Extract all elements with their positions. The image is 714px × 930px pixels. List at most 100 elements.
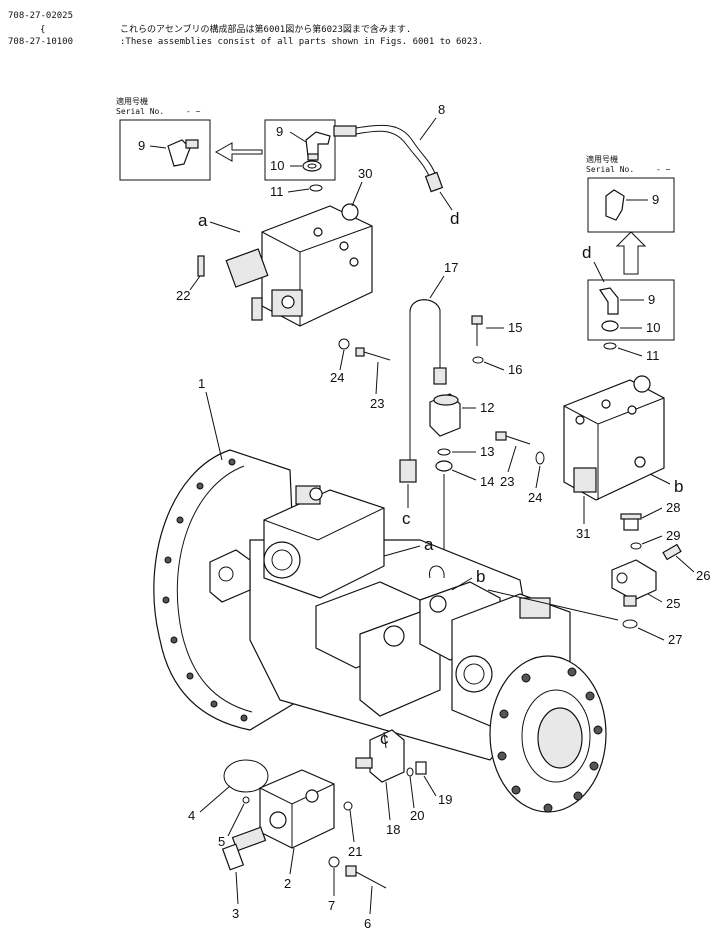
callout-20: 20 xyxy=(410,808,424,823)
washer-7 xyxy=(328,856,340,868)
valve-block-18 xyxy=(355,729,405,783)
plug-28 xyxy=(620,513,642,531)
washer-24 xyxy=(338,338,350,350)
callout-9-upper: 9 xyxy=(276,124,283,139)
plug-19 xyxy=(415,761,427,775)
alt-elbow-box-left xyxy=(119,119,211,181)
callout-22: 22 xyxy=(176,288,190,303)
callout-29: 29 xyxy=(666,528,680,543)
callout-1: 1 xyxy=(198,376,205,391)
callout-17: 17 xyxy=(444,260,458,275)
o-ring-29 xyxy=(630,542,642,550)
letter-a-top: a xyxy=(198,211,208,230)
serial-en-left: Serial No. xyxy=(116,107,164,116)
washer-14 xyxy=(435,460,453,472)
callout-15: 15 xyxy=(508,320,522,335)
gear-pump-2 xyxy=(259,769,335,849)
callout-30: 30 xyxy=(358,166,372,181)
elbow-fitting-9-alt xyxy=(149,139,199,167)
serial-note-left: 適用号機 Serial No. - ~ xyxy=(116,96,201,116)
o-ring-4 xyxy=(223,759,269,793)
callout-6: 6 xyxy=(364,916,371,930)
callout-7: 7 xyxy=(328,898,335,913)
callout-24-left: 24 xyxy=(330,370,344,385)
o-ring-13 xyxy=(437,448,451,456)
callout-21: 21 xyxy=(348,844,362,859)
pin-22 xyxy=(197,255,205,277)
letter-d-hose: d xyxy=(450,209,459,228)
callout-19: 19 xyxy=(438,792,452,807)
callout-24-right: 24 xyxy=(528,490,542,505)
serial-en-right: Serial No. xyxy=(586,165,634,174)
washer-24-right xyxy=(535,451,545,465)
callout-4: 4 xyxy=(188,808,195,823)
elbow-box-upper xyxy=(264,119,336,181)
block-fitting-12 xyxy=(429,393,461,437)
replacement-arrow-up xyxy=(615,231,647,275)
serial-jp-left: 適用号機 xyxy=(116,96,148,106)
letter-d-right: d xyxy=(582,243,591,262)
flange-bolt-holes xyxy=(162,458,248,722)
callout-8: 8 xyxy=(438,102,445,117)
o-ring-11-right xyxy=(603,342,617,350)
callout-28: 28 xyxy=(666,500,680,515)
callout-12: 12 xyxy=(480,400,494,415)
callout-18: 18 xyxy=(386,822,400,837)
o-ring-27 xyxy=(622,619,638,629)
elbow-fitting-9-alt-right xyxy=(605,189,625,221)
callout-5: 5 xyxy=(218,834,225,849)
letter-a-main: a xyxy=(424,535,434,554)
callout-27: 27 xyxy=(668,632,682,647)
nut-10 xyxy=(302,160,322,172)
bolt-23 xyxy=(355,347,391,361)
callout-23-right: 23 xyxy=(500,474,514,489)
letter-b-right: b xyxy=(674,477,683,496)
valve-assembly-31 xyxy=(563,375,665,501)
elbow-box-right xyxy=(587,279,675,341)
callout-9-box-right: 9 xyxy=(652,192,659,207)
callout-11-right: 11 xyxy=(646,348,660,363)
main-pump-assembly-1 xyxy=(153,449,607,813)
header-text-en: :These assemblies consist of all parts s… xyxy=(120,37,483,47)
callout-25: 25 xyxy=(666,596,680,611)
alt-elbow-box-right xyxy=(587,177,675,233)
callout-26: 26 xyxy=(696,568,710,583)
callout-23-left: 23 xyxy=(370,396,384,411)
elbow-fitting-9 xyxy=(305,131,331,161)
callout-9-right: 9 xyxy=(648,292,655,307)
nut-10-right xyxy=(601,320,619,332)
callout-3: 3 xyxy=(232,906,239,921)
elbow-fitting-9-right xyxy=(599,287,619,315)
callout-10-upper: 10 xyxy=(270,158,284,173)
o-ring-5 xyxy=(242,796,250,804)
callout-9-box-left: 9 xyxy=(138,138,145,153)
hose-8 xyxy=(333,124,444,193)
o-ring-21 xyxy=(343,801,353,811)
o-ring-11 xyxy=(309,184,323,192)
rear-flange-bolts xyxy=(497,667,603,813)
callout-11-upper: 11 xyxy=(270,184,284,199)
o-ring-20 xyxy=(406,767,414,777)
callout-2: 2 xyxy=(284,876,291,891)
bolt-15 xyxy=(471,315,483,346)
washer-16 xyxy=(472,356,484,364)
leader-to-25 xyxy=(487,589,619,621)
tee-fitting-25 xyxy=(611,559,657,607)
header-code-2: 708-27-10100 xyxy=(8,37,73,47)
replacement-arrow-left xyxy=(214,142,263,162)
letter-c-hose: c xyxy=(402,509,411,528)
serial-range-right: - ~ xyxy=(656,165,671,174)
callout-14: 14 xyxy=(480,474,494,489)
header: 708-27-02025 これらのアセンブリの構成部品は第6001図から第602… xyxy=(8,11,483,47)
valve-assembly-30 xyxy=(225,203,373,327)
bolt-23-right xyxy=(495,431,531,445)
bolt-6 xyxy=(345,865,387,889)
serial-note-right: 適用号機 Serial No. - ~ xyxy=(586,154,671,174)
shaft-3 xyxy=(221,826,267,871)
header-code-1: 708-27-02025 xyxy=(8,11,73,21)
letter-b-main: b xyxy=(476,567,485,586)
header-text-jp: これらのアセンブリの構成部品は第6001図から第6023図まで含みます. xyxy=(120,23,411,35)
header-brace: { xyxy=(40,25,45,35)
